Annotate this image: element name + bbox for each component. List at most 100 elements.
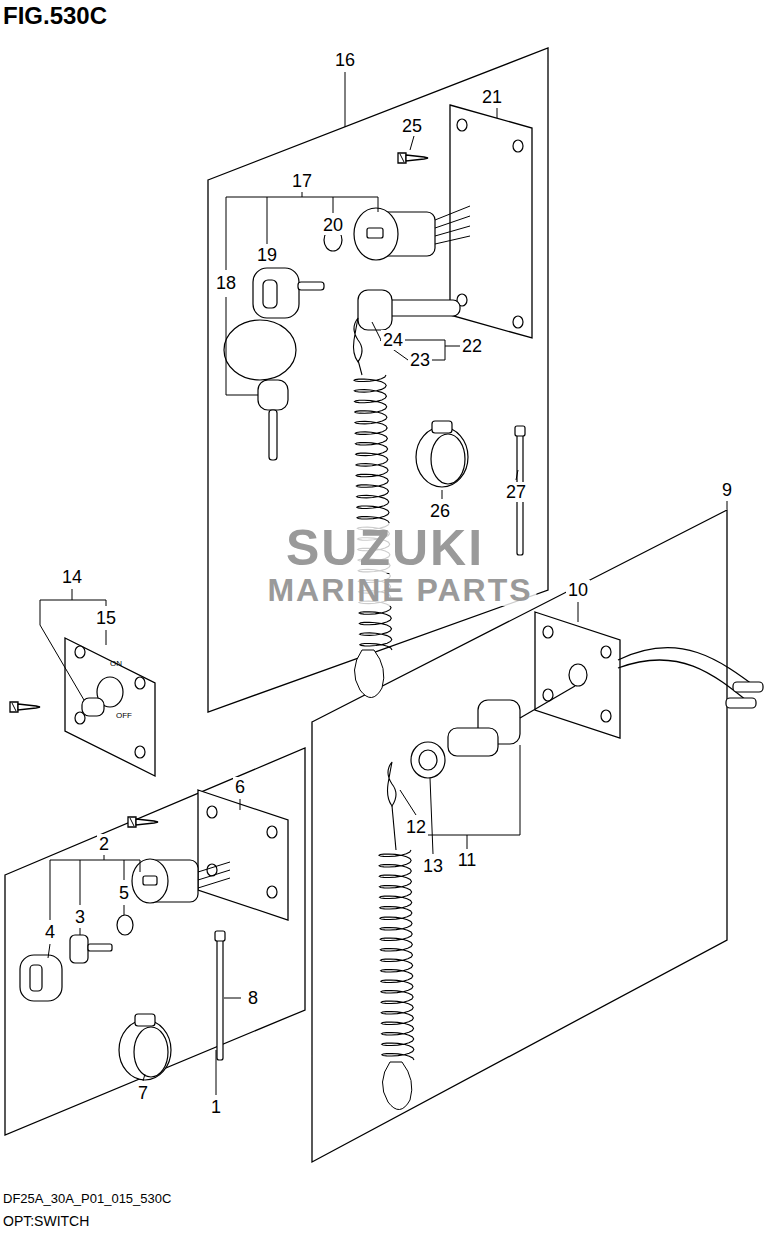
screw-shank: [18, 704, 40, 710]
mounting-plate: [198, 790, 288, 920]
screw-slot: [12, 703, 16, 711]
leader-line: [302, 192, 303, 197]
spare-key-head: [258, 380, 288, 410]
cap-tab: [432, 421, 452, 433]
switch-cap: [416, 427, 468, 487]
callout-number: 4: [43, 922, 57, 942]
callout-number: 22: [460, 336, 484, 356]
leader-line: [727, 501, 728, 509]
mounting-hole: [601, 646, 611, 658]
callout-number: 14: [60, 567, 84, 587]
watermark: SUZUKI: [282, 523, 488, 573]
figure-title: FIG.530C: [3, 4, 107, 28]
leader-line: [467, 835, 468, 849]
switch-marking: OFF: [116, 712, 132, 720]
switch-plate: [65, 638, 155, 776]
leader-line: [226, 197, 378, 270]
leader-line: [410, 136, 414, 150]
mounting-hole: [543, 626, 553, 638]
leader-line: [40, 589, 84, 700]
callout-number: 2: [97, 834, 111, 854]
screw-shank: [136, 819, 158, 825]
callout-number: 18: [214, 273, 238, 293]
leader-line: [143, 1074, 145, 1081]
leader-line: [80, 928, 81, 935]
key-fob-slot: [263, 280, 277, 308]
lead-wires: [618, 648, 760, 705]
leader-line: [106, 630, 107, 645]
callout-number: 1: [209, 1097, 223, 1117]
callout-number: 11: [456, 850, 479, 870]
key-blade: [88, 944, 112, 951]
leader-line: [372, 322, 381, 340]
callout-number: 19: [255, 245, 279, 265]
callout-number: 16: [333, 50, 357, 70]
leader-line: [442, 490, 443, 499]
screw-slot: [400, 154, 404, 162]
leader-line: [226, 297, 258, 395]
callout-number: 15: [94, 608, 118, 628]
wire: [198, 878, 230, 888]
screw-slot: [130, 818, 134, 826]
mounting-hole: [267, 826, 277, 838]
switch-marking: ON: [110, 660, 122, 668]
wire: [435, 236, 470, 244]
mounting-hole: [207, 806, 217, 818]
wire: [435, 216, 470, 228]
callout-number: 6: [233, 777, 247, 797]
callout-number: 13: [421, 856, 445, 876]
ignition-switch-bezel: [354, 208, 398, 260]
leader-line: [240, 799, 241, 810]
spare-key-blade: [269, 410, 277, 460]
lanyard-hook: [388, 762, 397, 806]
key-slot: [367, 228, 383, 238]
snap-hook: [382, 1062, 411, 1110]
ignition-switch-bezel: [132, 859, 168, 903]
mounting-hole: [75, 646, 85, 658]
callout-number: 25: [400, 116, 424, 136]
wire: [198, 862, 230, 872]
nut: [411, 742, 445, 778]
key-fob: [253, 268, 299, 318]
mounting-hole: [135, 677, 145, 689]
wire-terminal: [733, 682, 763, 692]
plate-hole: [569, 664, 587, 686]
screw-head: [128, 817, 136, 827]
key-fob: [20, 955, 62, 1001]
stop-switch-shaft: [448, 728, 498, 756]
callout-number: 17: [290, 171, 314, 191]
switch-stem: [520, 686, 575, 718]
callout-number: 5: [117, 883, 131, 903]
kit-panel: [312, 510, 727, 1162]
leader-line: [267, 197, 268, 244]
snap-hook: [354, 650, 383, 698]
mounting-hole: [513, 316, 523, 328]
cable-tie: [217, 935, 223, 1060]
mounting-hole: [513, 140, 523, 152]
mounting-hole: [457, 119, 467, 131]
callout-number: 3: [73, 907, 87, 927]
lanyard-cord: [358, 360, 362, 375]
leader-line: [497, 108, 498, 118]
leader-line: [516, 470, 518, 480]
callout-number: 20: [321, 215, 345, 235]
leader-line: [445, 346, 460, 347]
kit-panel: [5, 748, 305, 1135]
key-blade: [298, 282, 324, 290]
callout-number: 12: [404, 817, 428, 837]
leader-line: [333, 197, 334, 213]
leader-line: [124, 905, 125, 915]
mounting-hole: [601, 710, 611, 722]
callout-number: 26: [428, 501, 452, 521]
callout-number: 10: [566, 580, 590, 600]
watermark: MARINE PARTS: [263, 574, 536, 606]
lanyard-hook: [354, 318, 363, 362]
cap-tab: [135, 1014, 155, 1026]
leader-line: [345, 72, 346, 127]
callout-number: 7: [136, 1083, 150, 1103]
coiled-lanyard: [379, 850, 414, 1060]
leader-line: [400, 790, 416, 815]
callout-number: 24: [381, 330, 405, 350]
cap-face: [431, 434, 465, 484]
